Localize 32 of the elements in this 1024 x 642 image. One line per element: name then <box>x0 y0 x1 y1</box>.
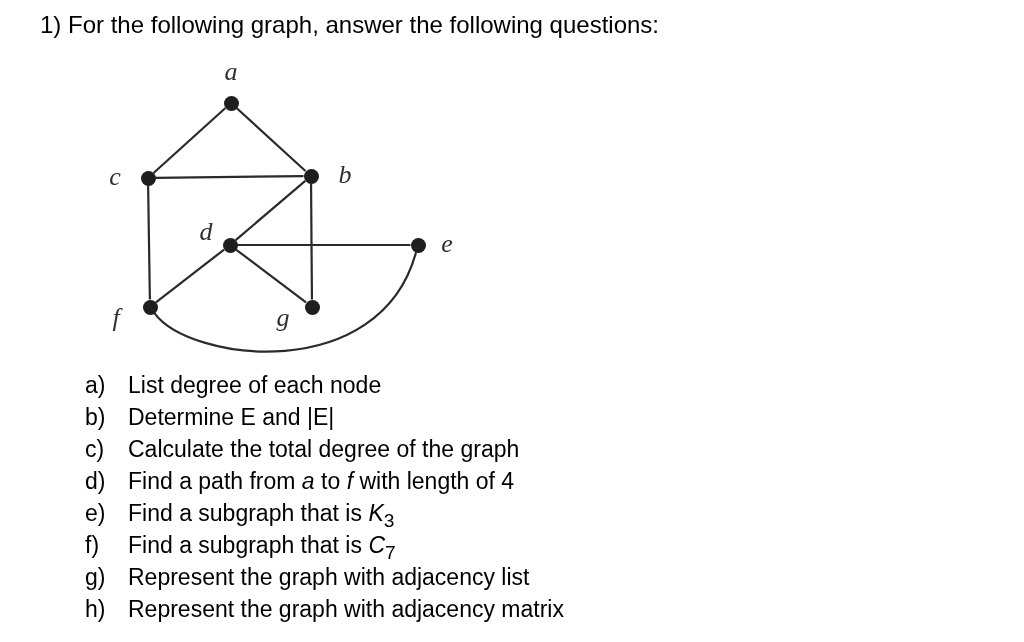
vertex-label: d <box>199 219 213 245</box>
edge-line <box>155 175 304 179</box>
vertex-label: a <box>224 59 238 85</box>
edge-line <box>235 248 307 304</box>
vertex-label: g <box>276 305 290 331</box>
question-text: a) List degree of each node <box>85 372 382 399</box>
vertex-dot <box>304 299 320 315</box>
vertex-label: b <box>338 162 352 188</box>
vertex-dot <box>222 237 238 253</box>
question-text: h) Represent the graph with adjacency matrix <box>85 596 564 623</box>
question-text: g) Represent the graph with adjacency list <box>85 564 530 591</box>
vertex-label: e <box>441 231 453 257</box>
edge-line <box>235 180 306 241</box>
vertex-dot <box>410 237 426 253</box>
vertex-label: c <box>109 164 121 190</box>
edge-line <box>309 183 314 300</box>
edge-line <box>147 185 151 300</box>
edge-line <box>152 107 227 174</box>
vertex-dot <box>140 170 156 186</box>
vertex-dot <box>142 299 158 315</box>
edge-line <box>155 248 225 304</box>
question-text: b) Determine E and |E| <box>85 404 335 431</box>
edge-line <box>235 107 307 172</box>
question-text: d) Find a path from a to f with length of 4 <box>85 468 515 495</box>
question-text: f) Find a subgraph that is C$_{7}$ <box>85 532 396 565</box>
question-text: e) Find a subgraph that is K$_{3}$ <box>85 500 395 533</box>
question-heading: 1) For the following graph, answer the following questions: <box>40 11 659 39</box>
vertex-dot <box>223 95 239 111</box>
edge-line <box>153 251 418 353</box>
vertex-dot <box>303 168 319 184</box>
question-text: c) Calculate the total degree of the graph <box>85 436 520 463</box>
edge-line <box>237 243 411 247</box>
